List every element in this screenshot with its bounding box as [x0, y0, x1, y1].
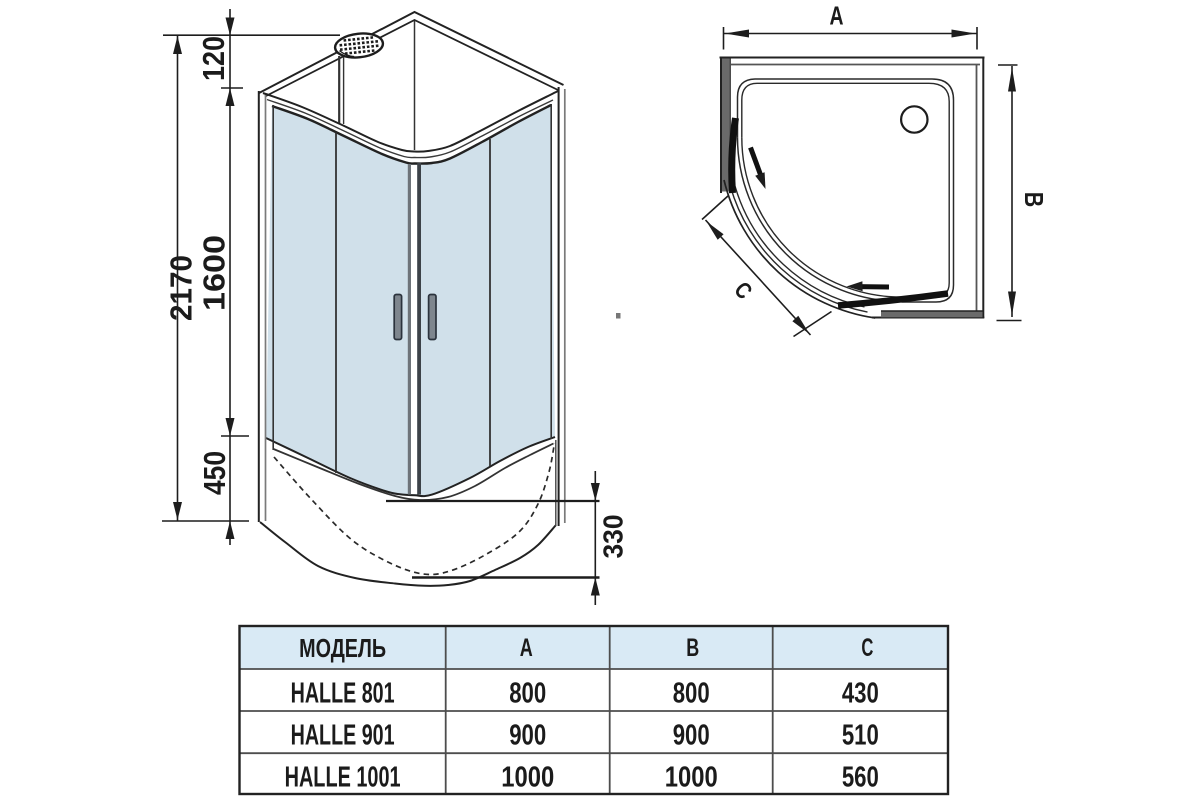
svg-text:HALLE 1001: HALLE 1001 — [285, 762, 401, 794]
svg-text:900: 900 — [509, 720, 546, 752]
svg-text:800: 800 — [673, 678, 710, 710]
svg-text:510: 510 — [842, 720, 879, 752]
svg-text:В: В — [686, 634, 699, 662]
svg-text:560: 560 — [842, 762, 879, 794]
svg-text:900: 900 — [673, 720, 710, 752]
svg-text:A: A — [830, 0, 844, 30]
svg-text:120: 120 — [197, 36, 231, 81]
svg-text:B: B — [1019, 192, 1049, 208]
svg-text:1000: 1000 — [501, 762, 554, 794]
svg-text:МОДЕЛЬ: МОДЕЛЬ — [299, 633, 386, 663]
svg-text:C: C — [729, 276, 757, 304]
svg-text:2170: 2170 — [165, 255, 199, 321]
svg-text:450: 450 — [198, 451, 232, 495]
svg-text:HALLE 801: HALLE 801 — [291, 678, 395, 710]
svg-text:800: 800 — [509, 678, 546, 710]
svg-text:430: 430 — [842, 678, 879, 710]
svg-text:1600: 1600 — [198, 235, 232, 311]
svg-text:330: 330 — [597, 515, 628, 559]
svg-text:1000: 1000 — [665, 762, 718, 794]
svg-text:HALLE 901: HALLE 901 — [291, 720, 395, 752]
svg-text:А: А — [520, 634, 533, 662]
svg-text:С: С — [861, 634, 873, 662]
